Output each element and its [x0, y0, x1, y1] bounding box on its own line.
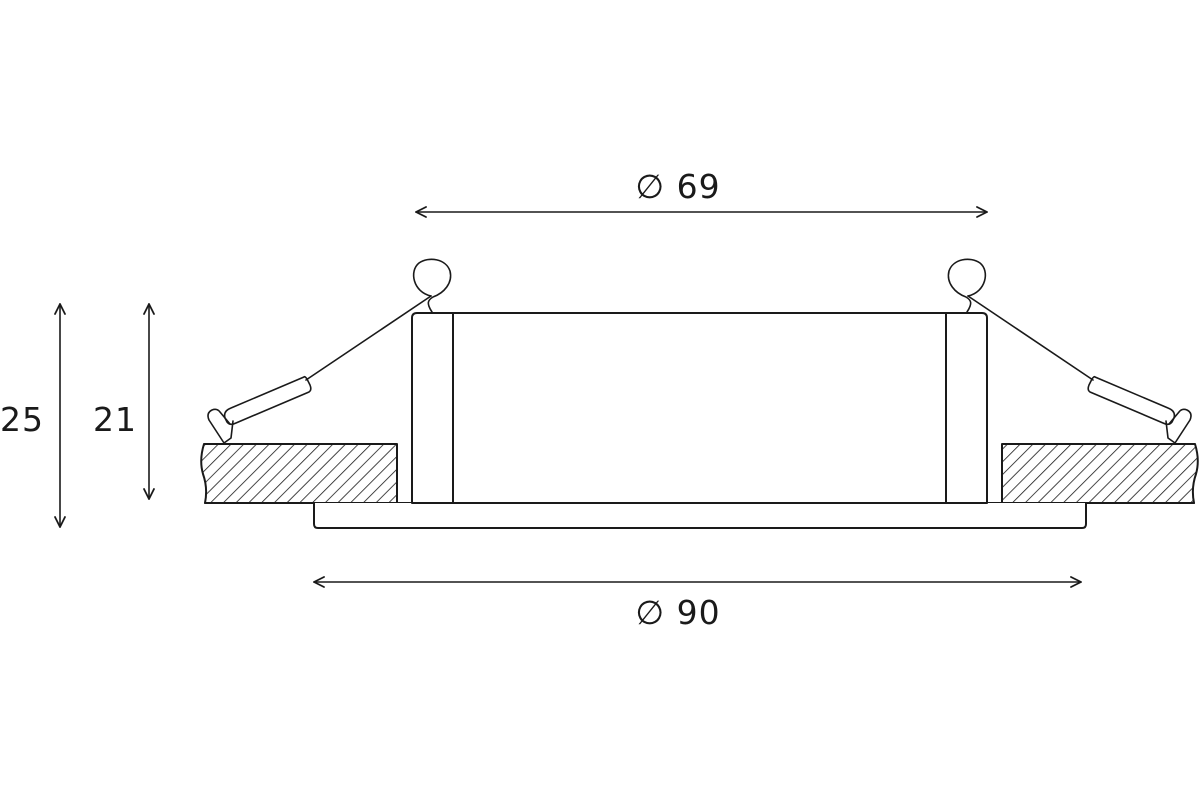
- body-height-label: 21: [93, 400, 137, 439]
- outer-diameter-label: ∅ 90: [635, 593, 720, 632]
- total-height-label: 25: [0, 400, 44, 439]
- spring-clip-left: [207, 258, 452, 444]
- spring-clip-right: [947, 258, 1192, 444]
- ceiling-section-left: [200, 443, 398, 504]
- trim-flange: [313, 502, 1087, 529]
- ceiling-section-right: [1001, 443, 1199, 504]
- inner-diameter-label: ∅ 69: [635, 167, 720, 206]
- fixture-body: [411, 312, 988, 504]
